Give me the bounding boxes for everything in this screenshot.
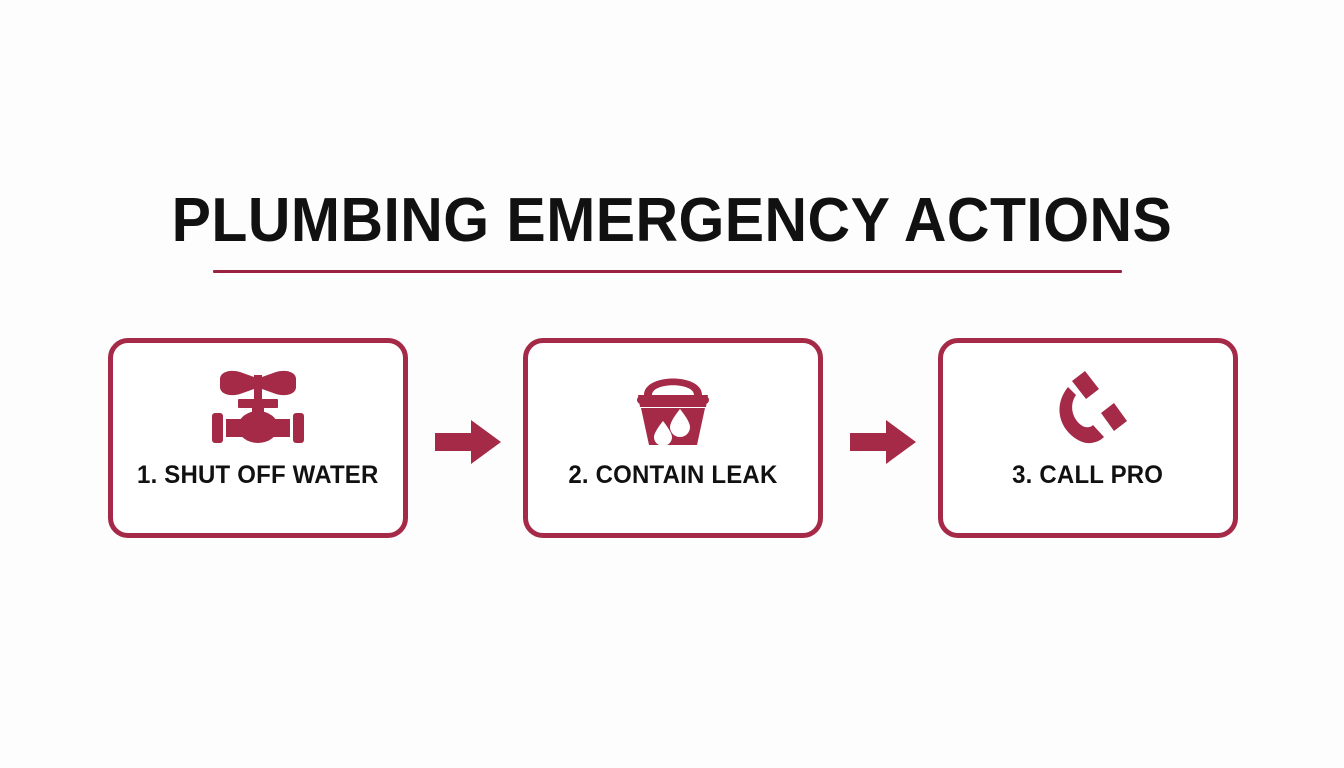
telephone-handset-icon — [1046, 369, 1130, 447]
step-label: 1. SHUT OFF WATER — [137, 461, 379, 489]
step-card-call-pro[interactable]: 3. CALL PRO — [938, 338, 1238, 538]
step-card-contain-leak[interactable]: 2. CONTAIN LEAK — [523, 338, 823, 538]
water-shutoff-valve-icon — [206, 369, 310, 447]
page-title: PLUMBING EMERGENCY ACTIONS — [171, 186, 1173, 255]
step-label: 2. CONTAIN LEAK — [568, 461, 778, 489]
step-card-shut-off-water[interactable]: 1. SHUT OFF WATER — [108, 338, 408, 538]
steps-flow-row: 1. SHUT OFF WATER — [0, 338, 1344, 538]
step-label: 3. CALL PRO — [1012, 461, 1164, 489]
arrow-right-icon — [850, 420, 916, 464]
bucket-with-water-drops-icon — [630, 369, 716, 447]
arrow-right-icon — [435, 420, 501, 464]
title-block: PLUMBING EMERGENCY ACTIONS — [0, 186, 1344, 273]
title-underline-rule — [213, 270, 1122, 273]
